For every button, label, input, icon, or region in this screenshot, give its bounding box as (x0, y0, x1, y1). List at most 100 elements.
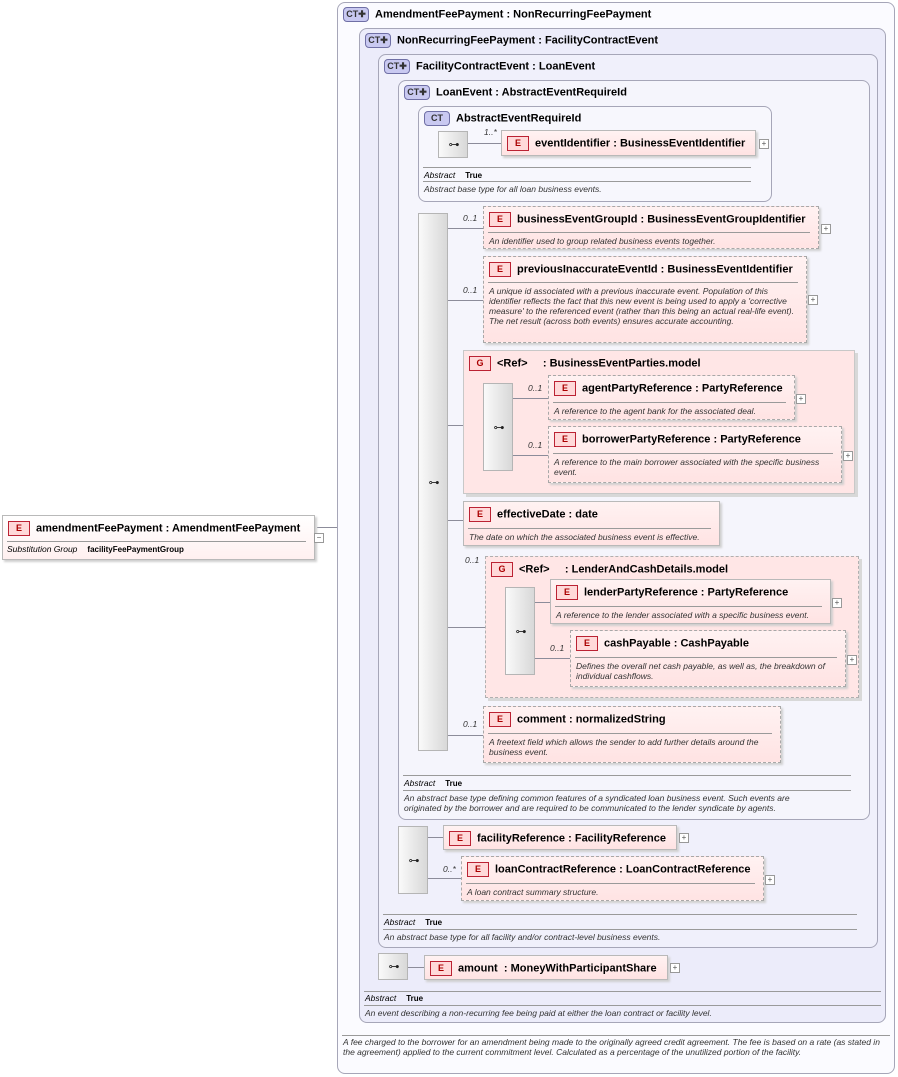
plus-icon[interactable]: + (847, 655, 857, 665)
element-name: cashPayable (604, 637, 671, 650)
type-header: CT AbstractEventRequireId (424, 111, 581, 126)
element-type: FacilityReference (574, 832, 666, 845)
group-name: BusinessEventParties.model (549, 357, 701, 370)
plus-icon[interactable]: + (670, 963, 680, 973)
group-icon: G (491, 562, 513, 577)
type-name: FacilityContractEvent (416, 60, 530, 73)
plus-icon[interactable]: + (821, 224, 831, 234)
sequence-compositor[interactable]: ⊶ (483, 383, 513, 471)
plus-icon[interactable]: + (679, 833, 689, 843)
separator: : (564, 563, 569, 576)
separator: : (695, 382, 699, 395)
group-name: LenderAndCashDetails.model (571, 563, 729, 576)
element-documentation: A reference to the agent bank for the as… (554, 406, 756, 416)
type-header: CT✚NonRecurringFeePayment : FacilityCont… (365, 33, 658, 48)
element-type: BusinessEventIdentifier (667, 263, 793, 276)
element-icon: E (449, 831, 471, 846)
element-icon: E (556, 585, 578, 600)
separator: : (713, 433, 718, 446)
sequence-compositor[interactable]: ⊶ (378, 953, 408, 980)
sequence-compositor[interactable]: ⊶ (438, 131, 468, 158)
type-documentation: Abstract base type for all loan business… (424, 184, 602, 194)
plus-icon[interactable]: + (843, 451, 853, 461)
element-name: amendmentFeePayment (36, 522, 163, 535)
plus-icon[interactable]: + (796, 394, 806, 404)
element-type: AmendmentFeePayment (171, 522, 301, 535)
plus-icon[interactable]: + (808, 295, 818, 305)
sequence-compositor[interactable]: ⊶ (505, 587, 535, 675)
complex-type-extension-icon: CT✚ (365, 33, 391, 48)
type-base: NonRecurringFeePayment (513, 8, 652, 21)
type-base: LoanEvent (538, 60, 596, 73)
element-type: PartyReference (720, 433, 801, 446)
sequence-icon: ⊶ (493, 422, 505, 434)
collapse-icon[interactable]: − (314, 533, 324, 543)
element-type: CashPayable (680, 637, 749, 650)
element-type: BusinessEventIdentifier (619, 137, 746, 150)
type-name: NonRecurringFeePayment (397, 34, 536, 47)
separator: : (673, 637, 678, 650)
element-documentation: A freetext field which allows the sender… (489, 737, 759, 757)
element-type: date (575, 508, 598, 521)
separator: : (700, 586, 705, 599)
cardinality: 0..1 (463, 285, 478, 295)
sequence-icon: ⊶ (428, 477, 440, 489)
plus-icon[interactable]: + (765, 875, 775, 885)
type-header: CT✚LoanEvent : AbstractEventRequireId (404, 85, 627, 100)
cardinality: 0..1 (528, 383, 543, 393)
element-name: borrowerPartyReference (582, 433, 711, 446)
type-documentation: An abstract base type defining common fe… (404, 793, 790, 813)
separator: : (542, 357, 547, 370)
complex-type-icon: CT (424, 111, 450, 126)
element-icon: E (554, 432, 576, 447)
type-name: AbstractEventRequireId (456, 112, 582, 125)
element-type: PartyReference (707, 586, 789, 599)
cardinality: 0..1 (528, 440, 543, 450)
element-name: previousInaccurateEventId (517, 263, 658, 276)
element-type: MoneyWithParticipantShare (510, 962, 657, 975)
group-ref: <Ref> (497, 357, 528, 370)
plus-icon[interactable]: + (832, 598, 842, 608)
plus-icon[interactable]: + (759, 139, 769, 149)
element-type: BusinessEventGroupIdentifier (647, 213, 806, 226)
sequence-icon: ⊶ (515, 626, 527, 638)
separator: : (495, 86, 499, 99)
element-name: eventIdentifier (535, 137, 611, 150)
group-icon: G (469, 356, 491, 371)
separator: : (503, 962, 508, 975)
element-icon: E (8, 521, 30, 536)
group-ref: <Ref> (519, 563, 550, 576)
sequence-compositor[interactable]: ⊶ (418, 213, 448, 751)
element-icon: E (489, 262, 511, 277)
element-name: facilityReference (477, 832, 566, 845)
separator: : (538, 34, 542, 47)
element-name: amount (458, 962, 498, 975)
separator: : (532, 60, 536, 73)
sequence-compositor[interactable]: ⊶ (398, 826, 428, 894)
type-header: CT✚FacilityContractEvent : LoanEvent (384, 59, 595, 74)
element-icon: E (469, 507, 491, 522)
type-name: LoanEvent (436, 86, 493, 99)
element-name: businessEventGroupId (517, 213, 638, 226)
separator: : (568, 832, 572, 845)
element-type: PartyReference (701, 382, 783, 395)
cardinality: 0..1 (463, 719, 478, 729)
element-icon: E (554, 381, 576, 396)
separator: : (568, 713, 573, 726)
